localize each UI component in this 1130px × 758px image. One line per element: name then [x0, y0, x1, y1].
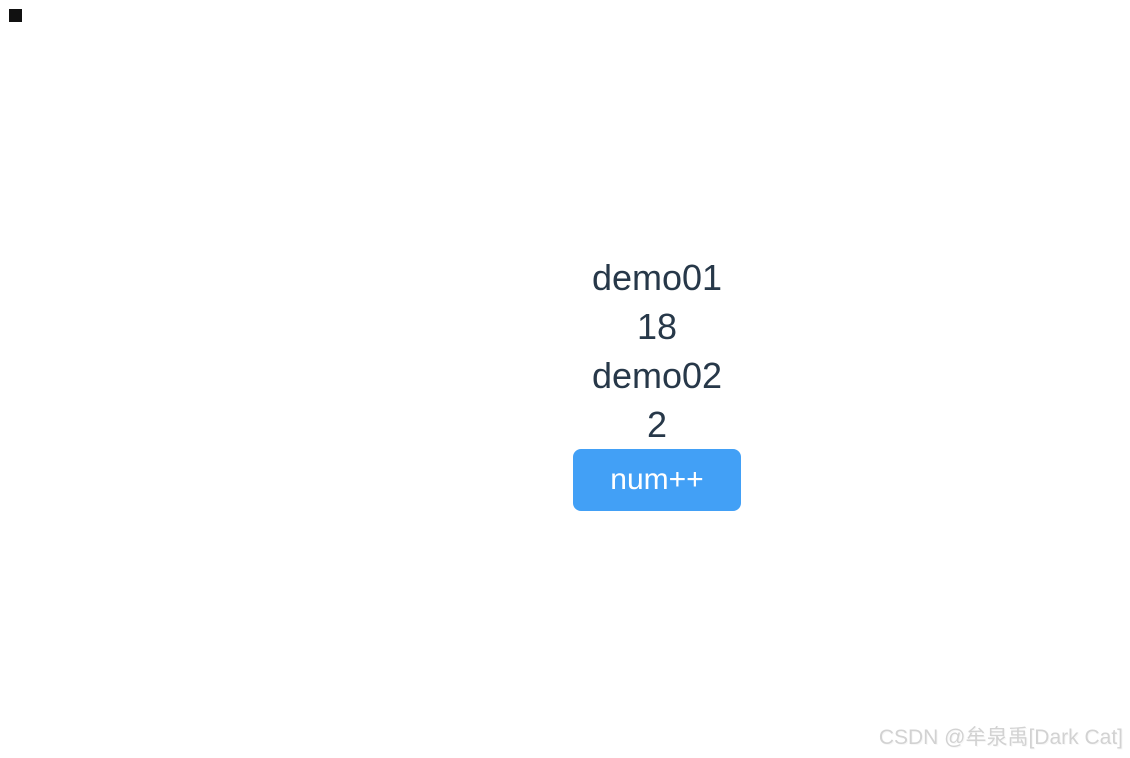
- app-content: demo01 18 demo02 2 num++: [457, 253, 857, 511]
- demo01-label: demo01: [591, 257, 723, 298]
- demo02-value: 2: [646, 404, 668, 445]
- demo02-label: demo02: [591, 355, 723, 396]
- num-increment-button[interactable]: num++: [573, 449, 741, 511]
- demo01-value: 18: [636, 306, 678, 347]
- corner-artifact-square: [9, 9, 22, 22]
- csdn-watermark: CSDN @牟泉禹[Dark Cat]: [878, 726, 1123, 749]
